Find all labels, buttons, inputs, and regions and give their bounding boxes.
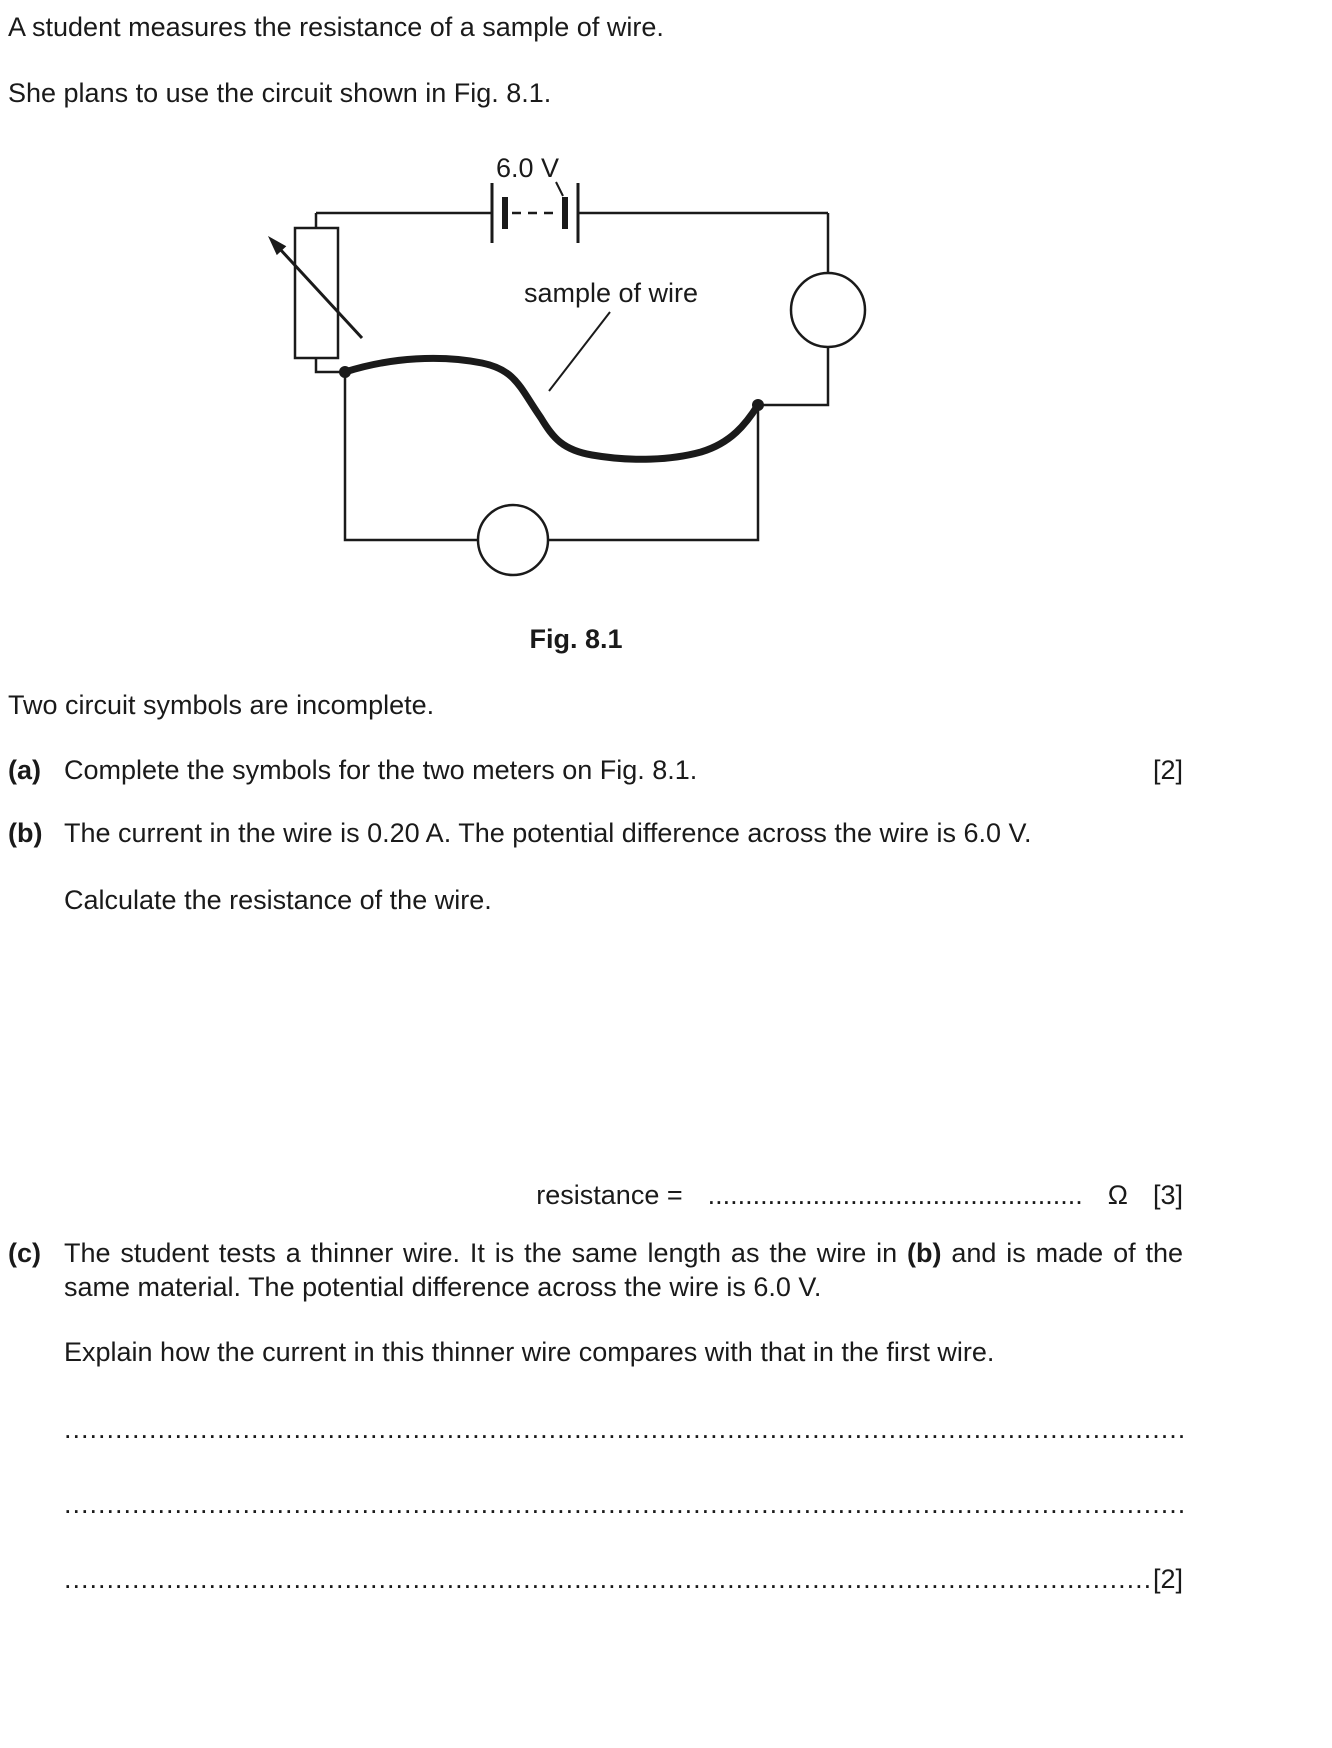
answer-dotted-line-2: ........................................… [64,1489,1183,1519]
part-a-label: (a) [8,755,41,785]
part-c-label: (c) [8,1238,41,1268]
resistance-answer-label: resistance = [536,1180,683,1210]
part-b-label: (b) [8,818,43,848]
wire-ammeter-bottom [758,347,830,407]
figure-caption: Fig. 8.1 [529,624,623,654]
part-c-row: (c) The student tests a thinner wire. It… [8,1236,1183,1304]
intro-line-2: She plans to use the circuit shown in Fi… [8,78,552,108]
ammeter-circle [789,271,867,349]
part-a-marks: [2] [1152,755,1183,785]
incomplete-symbols-note: Two circuit symbols are incomplete. [8,690,435,720]
rheostat-arrow-shaft [277,246,364,340]
wire-voltmeter-left [343,372,478,542]
sample-wire [341,354,762,463]
battery-symbol [490,183,580,243]
resistance-answer-dots: ........................................… [707,1180,1083,1210]
part-c-text-after: and is made of the same material. The po… [64,1238,1183,1302]
part-c-text-bold-ref: (b) [907,1238,942,1268]
rheostat-arrow-head [268,236,287,256]
wire-left-lower [314,358,345,374]
intro-line-1: A student measures the resistance of a s… [8,12,664,42]
junction-dot-left [339,366,351,378]
part-c-text-before: The student tests a thinner wire. It is … [64,1238,907,1268]
junction-dot-right [752,399,764,411]
answer-dotted-line-3: ........................................… [64,1564,1183,1594]
resistance-answer-unit: Ω [1107,1180,1128,1210]
circuit-figure: 6.0 V sample of wire [0,150,1332,620]
voltmeter-circle [476,503,550,577]
part-b-row: (b) The current in the wire is 0.20 A. T… [8,816,1183,850]
part-b-marks: [3] [1152,1180,1183,1210]
dotted-line: ........................................… [64,1489,1183,1519]
dotted-line: ........................................… [64,1564,1153,1594]
part-c-marks: [2] [1152,1564,1183,1594]
part-c-instruction: Explain how the current in this thinner … [64,1337,995,1367]
battery-voltage-label: 6.0 V [496,153,559,183]
sample-wire-label: sample of wire [524,278,698,308]
rheostat-symbol [293,226,340,360]
wire-voltmeter-right [548,405,760,542]
part-b-text: The current in the wire is 0.20 A. The p… [64,818,1032,848]
part-c-text: The student tests a thinner wire. It is … [64,1236,1183,1304]
part-a-text: Complete the symbols for the two meters … [64,755,698,785]
circuit-diagram: 6.0 V sample of wire [268,153,867,577]
rheostat-arrow [268,236,364,340]
label-leader-line [548,311,611,392]
resistance-answer-line: resistance = ...........................… [8,1178,1183,1212]
battery-label-tick [555,181,564,197]
part-a-row: (a) Complete the symbols for the two met… [8,753,1183,787]
dotted-line: ........................................… [64,1414,1183,1444]
page-content: A student measures the resistance of a s… [0,12,1332,1594]
answer-dotted-line-1: ........................................… [64,1414,1183,1444]
part-b-instruction: Calculate the resistance of the wire. [64,885,492,915]
